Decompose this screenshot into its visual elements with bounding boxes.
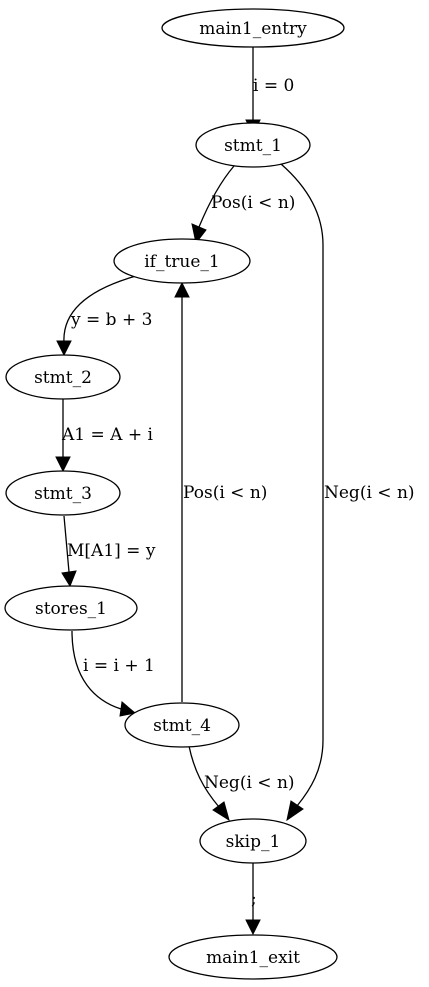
edge-label-pos-1: Pos(i < n) <box>211 193 295 213</box>
node-main1-entry: main1_entry <box>161 8 345 48</box>
edge-skip-to-exit: ; <box>245 862 261 936</box>
edge-entry-to-stmt1: i = 0 <box>245 46 294 136</box>
svg-text:stmt_4: stmt_4 <box>153 716 211 736</box>
edge-label-i-eq-0: i = 0 <box>253 76 294 96</box>
node-stores-1: stores_1 <box>4 585 138 631</box>
edge-stores-to-stmt4: i = i + 1 <box>71 630 155 717</box>
svg-text:main1_entry: main1_entry <box>199 19 307 39</box>
edge-label-semicolon: ; <box>251 889 257 909</box>
svg-text:skip_1: skip_1 <box>226 832 281 852</box>
edge-stmt1-to-iftrue: Pos(i < n) <box>191 165 295 245</box>
svg-text:stmt_1: stmt_1 <box>224 136 282 156</box>
node-stmt-2: stmt_2 <box>5 354 121 400</box>
node-skip-1: skip_1 <box>199 818 307 864</box>
edge-label-y-assign: y = b + 3 <box>70 310 152 330</box>
svg-text:stmt_2: stmt_2 <box>34 368 92 388</box>
edge-stmt3-to-stores: M[A1] = y <box>61 515 156 588</box>
node-if-true-1: if_true_1 <box>113 238 251 284</box>
edge-label-neg-1: Neg(i < n) <box>324 483 415 503</box>
node-main1-exit: main1_exit <box>168 934 338 980</box>
edge-label-neg-2: Neg(i < n) <box>204 773 295 793</box>
edge-label-a1-assign: A1 = A + i <box>61 425 153 445</box>
svg-text:main1_exit: main1_exit <box>206 948 300 968</box>
edge-stmt4-to-iftrue: Pos(i < n) <box>174 281 267 702</box>
edge-label-store-assign: M[A1] = y <box>67 541 156 561</box>
edge-label-pos-2: Pos(i < n) <box>183 483 267 503</box>
node-stmt-1: stmt_1 <box>195 122 311 168</box>
edge-stmt1-to-skip: Neg(i < n) <box>280 163 415 822</box>
edge-iftrue-to-stmt2: y = b + 3 <box>56 275 152 357</box>
edge-stmt4-to-skip: Neg(i < n) <box>188 745 295 822</box>
svg-text:if_true_1: if_true_1 <box>144 252 220 272</box>
node-stmt-4: stmt_4 <box>124 702 240 748</box>
svg-text:stores_1: stores_1 <box>35 599 107 619</box>
edge-stmt2-to-stmt3: A1 = A + i <box>55 397 153 473</box>
node-stmt-3: stmt_3 <box>5 470 121 516</box>
edge-label-i-increment: i = i + 1 <box>83 656 155 676</box>
svg-text:stmt_3: stmt_3 <box>34 484 92 504</box>
